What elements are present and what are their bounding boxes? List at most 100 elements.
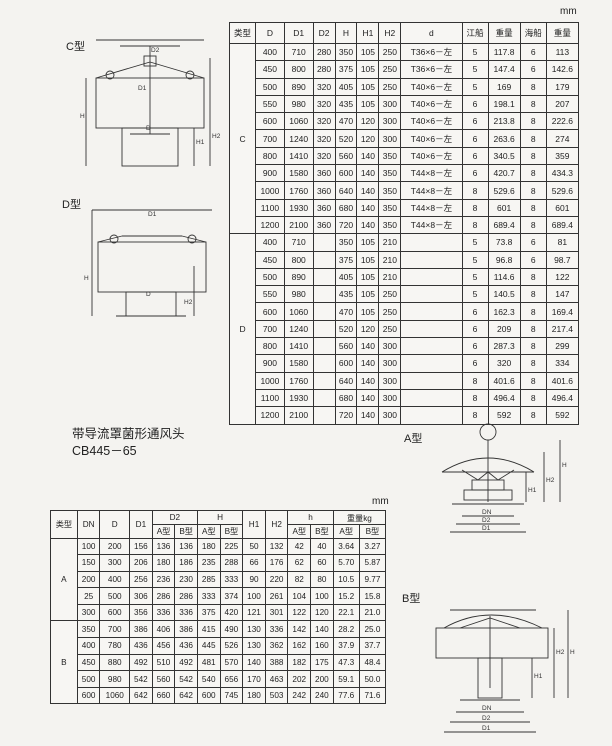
t2-cell: 356 xyxy=(129,603,153,622)
t1-cell: 1410 xyxy=(283,146,314,166)
t2-cell: 200 xyxy=(99,537,131,556)
mid-unit: mm xyxy=(372,496,389,507)
t2-cell: 660 xyxy=(151,686,176,705)
t1-cell: 6 xyxy=(519,233,547,252)
t1-cell: 5 xyxy=(461,42,489,62)
t1-cell: 169.4 xyxy=(545,302,580,321)
t2-subheader-cell: A型 xyxy=(287,524,312,539)
t1-cell: 1000 xyxy=(255,371,285,390)
t1-cell: 81 xyxy=(545,233,580,252)
t1-cell: 162.3 xyxy=(487,302,521,321)
t1-cell: 800 xyxy=(283,250,314,269)
t2-cell: 10.5 xyxy=(332,570,360,589)
t1-cell: 8 xyxy=(461,371,489,390)
t2-cell: 560 xyxy=(151,670,176,688)
t1-header-cell: H xyxy=(334,22,358,44)
t1-cell: 1580 xyxy=(283,354,314,373)
t2-cell: 47.3 xyxy=(332,653,360,672)
t2-header-cell: H1 xyxy=(242,510,266,539)
t2-cell: 206 xyxy=(129,554,153,572)
t2-cell: 261 xyxy=(264,587,289,605)
t1-cell: 140 xyxy=(356,215,380,235)
t1-cell: 360 xyxy=(312,198,336,217)
t1-cell: 680 xyxy=(334,198,358,217)
t1-cell: 405 xyxy=(334,267,358,287)
t1-cell: 435 xyxy=(334,285,358,304)
t2-cell: 48.4 xyxy=(358,653,387,672)
t2-cell: 150 xyxy=(76,554,101,572)
t1-cell: 496.4 xyxy=(545,388,580,408)
t2-cell: 600 xyxy=(196,686,221,705)
t2-cell: 490 xyxy=(219,620,244,639)
t1-cell: 300 xyxy=(378,112,402,131)
t2-cell: 236 xyxy=(151,570,176,589)
t1-cell: 8 xyxy=(519,354,547,373)
t1-cell: 113 xyxy=(545,42,580,62)
t1-cell: 600 xyxy=(255,302,285,321)
t1-cell: 340.5 xyxy=(487,146,521,166)
t1-cell: 98.7 xyxy=(545,250,580,269)
t1-cell: 1100 xyxy=(255,198,285,217)
t1-cell: 1580 xyxy=(283,164,314,183)
t2-subheader-cell: B型 xyxy=(174,524,198,539)
t2-cell: 445 xyxy=(196,637,221,655)
t1-cell: 207 xyxy=(545,94,580,114)
b-dim-h1: H1 xyxy=(534,673,543,680)
t1-cell: 210 xyxy=(378,233,402,252)
t1-header-cell: d xyxy=(400,22,463,44)
t2-cell: 136 xyxy=(151,537,176,556)
t1-cell: 287.3 xyxy=(487,337,521,356)
t1-cell: 680 xyxy=(334,388,358,408)
t1-cell: 375 xyxy=(334,60,358,79)
t1-header-cell: D xyxy=(255,22,285,44)
t2-header-cell: H2 xyxy=(264,510,289,539)
a-dim-h2: H2 xyxy=(546,477,555,484)
t2-cell: 450 xyxy=(76,653,101,672)
t1-cell: 140 xyxy=(356,354,380,373)
t1-cell: 710 xyxy=(283,233,314,252)
t2-cell: 5.87 xyxy=(358,554,387,572)
t1-cell: 8 xyxy=(519,302,547,321)
t1-cell: T36×6－左 xyxy=(400,42,463,62)
t1-cell xyxy=(312,285,336,304)
t2-cell: 481 xyxy=(196,653,221,672)
t2-cell: 28.2 xyxy=(332,620,360,639)
t1-cell xyxy=(312,302,336,321)
t1-cell: 6 xyxy=(461,337,489,356)
t1-cell xyxy=(312,388,336,408)
t2-cell: 570 xyxy=(219,653,244,672)
b-dim-d1: D1 xyxy=(482,725,491,732)
t1-cell: 401.6 xyxy=(487,371,521,390)
t1-cell: 5 xyxy=(461,267,489,287)
t1-cell: 8 xyxy=(519,181,547,200)
t2-header-cell: h xyxy=(287,510,334,525)
t1-cell: 1060 xyxy=(283,302,314,321)
t1-cell xyxy=(400,267,463,287)
t2-cell: 386 xyxy=(174,620,198,639)
d-type-drawing: D1 D H H2 xyxy=(84,209,212,317)
t2-cell: 140 xyxy=(310,620,334,639)
t2-cell: 15.2 xyxy=(332,587,360,605)
t1-header-cell: H1 xyxy=(356,22,380,44)
t1-cell: 210 xyxy=(378,267,402,287)
t1-cell: 890 xyxy=(283,77,314,96)
c-dim-d2: D2 xyxy=(151,47,160,54)
t1-cell: 140 xyxy=(356,388,380,408)
t1-cell: 360 xyxy=(312,164,336,183)
t1-cell xyxy=(312,354,336,373)
t1-cell: 320 xyxy=(312,146,336,166)
t1-cell: 1200 xyxy=(255,215,285,235)
t2-header-cell: 类型 xyxy=(50,510,78,539)
t1-cell: T40×6－左 xyxy=(400,129,463,148)
label-b-type: B型 xyxy=(402,593,421,605)
t1-cell: 105 xyxy=(356,233,380,252)
t2-cell: 66 xyxy=(242,554,266,572)
t1-cell: 360 xyxy=(312,181,336,200)
a-type-drawing: H H2 H1 DN D2 D1 xyxy=(441,423,567,533)
t1-header-cell: D2 xyxy=(312,22,336,44)
